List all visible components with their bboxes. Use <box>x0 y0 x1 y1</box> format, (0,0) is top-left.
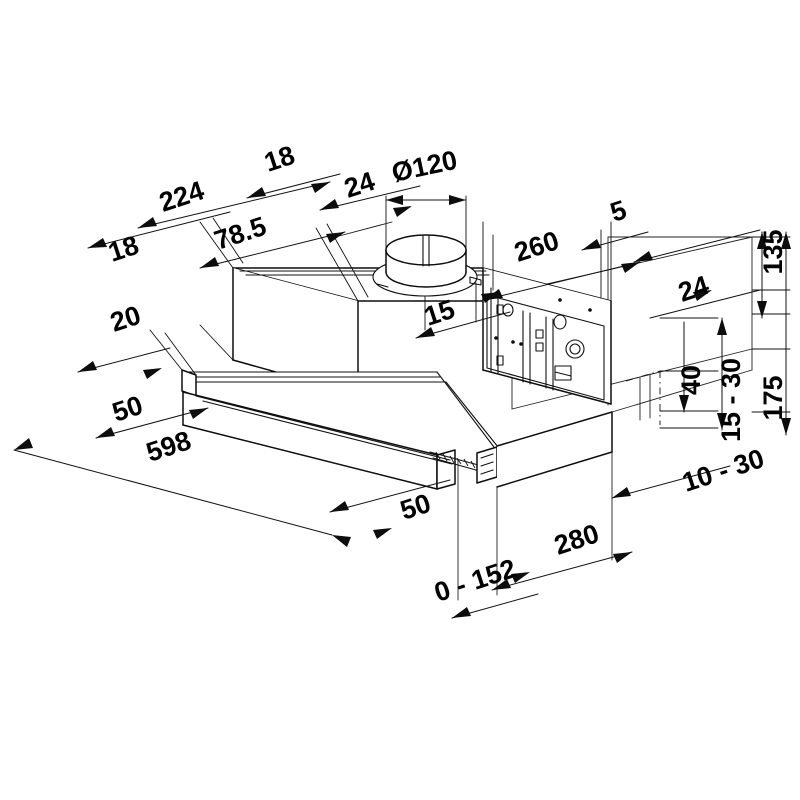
label-280: 280 <box>551 518 603 560</box>
dimension-lines <box>13 173 791 619</box>
label-135: 135 <box>758 229 788 274</box>
label-20: 20 <box>107 300 145 338</box>
label-0-152: 0 - 152 <box>431 553 520 608</box>
label-175: 175 <box>758 375 788 420</box>
hidden-detail-lines <box>625 370 661 425</box>
telescopic-drawer <box>181 369 501 490</box>
label-224: 224 <box>156 175 208 217</box>
label-18-inner: 18 <box>261 140 299 178</box>
motor-panel-detail <box>486 287 605 401</box>
label-260: 260 <box>511 225 563 267</box>
label-50-left: 50 <box>109 390 147 428</box>
label-24-top: 24 <box>341 166 379 204</box>
label-40: 40 <box>676 365 706 395</box>
label-598: 598 <box>143 425 195 467</box>
label-15-30: 15 - 30 <box>716 358 746 442</box>
lower-cabinet-box <box>457 348 753 601</box>
label-10-30: 10 - 30 <box>679 443 768 498</box>
duct-collar <box>372 234 482 297</box>
extension-lines <box>149 195 791 429</box>
dimension-598-line <box>22 446 260 510</box>
label-diameter-120: Ø120 <box>389 145 460 188</box>
label-5: 5 <box>607 195 631 228</box>
label-78-5: 78.5 <box>211 211 270 256</box>
label-24-right: 24 <box>675 270 713 308</box>
label-50-front: 50 <box>397 488 435 526</box>
